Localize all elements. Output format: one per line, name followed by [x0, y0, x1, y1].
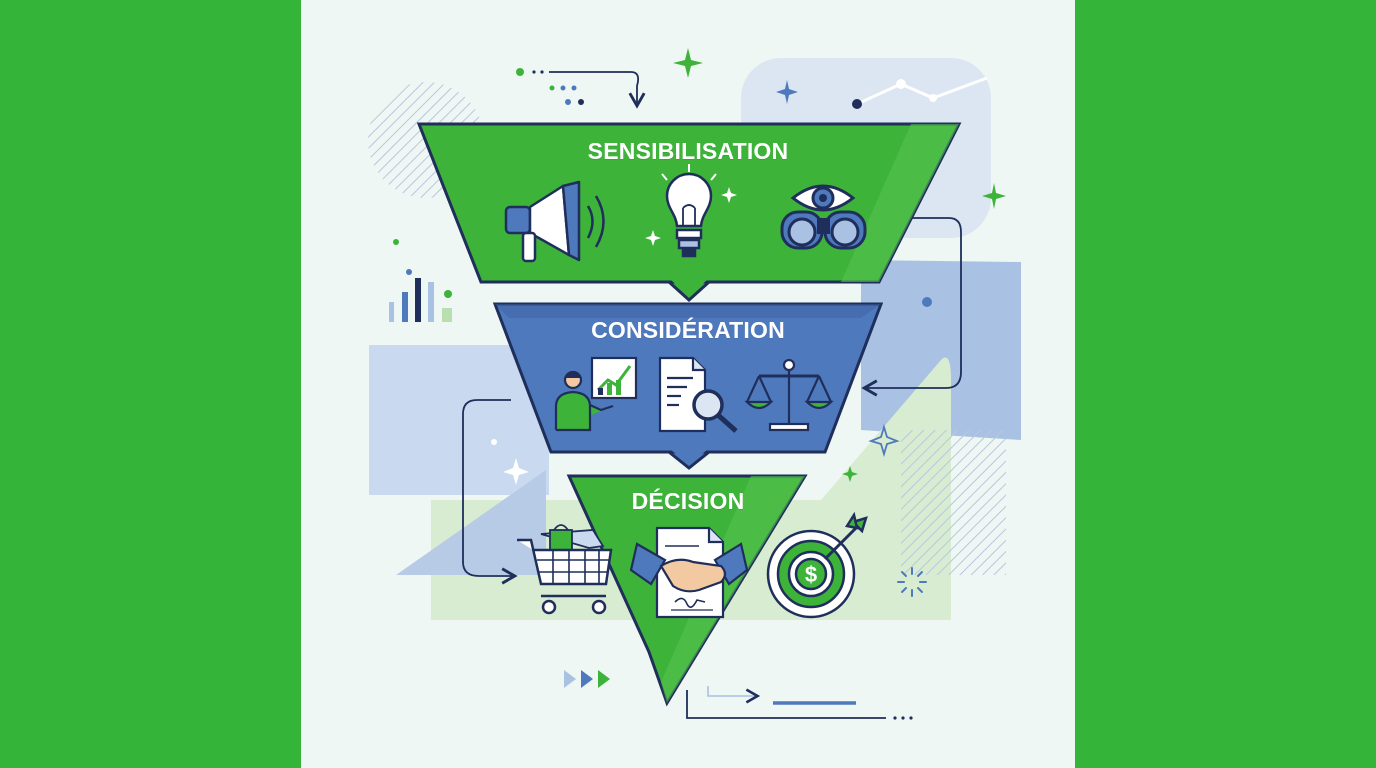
top-arrow — [549, 71, 646, 109]
bg-shape-blue-right — [861, 260, 1021, 440]
bar-chart-deco — [389, 302, 394, 322]
dollar-target-icon: $ — [766, 511, 868, 619]
connector-arrow-consideration-to-decision — [462, 399, 518, 585]
sparkle-icon — [982, 183, 1006, 209]
sparkle-icon — [503, 458, 529, 485]
stage-title-consideration: CONSIDÉRATION — [591, 317, 785, 343]
sparkle-icon — [673, 48, 703, 78]
stage-title-awareness: SENSIBILISATION — [587, 138, 789, 164]
shopping-cart-icon — [517, 524, 613, 615]
sparkle-icon — [645, 164, 737, 246]
dollar-sign-icon: $ — [805, 562, 817, 587]
funnel-stage-decision: $ — [517, 474, 868, 707]
sparkle-icon — [868, 423, 900, 458]
line-chart-deco — [856, 76, 988, 106]
sparkle-icon — [776, 80, 798, 104]
document-magnifier-icon — [658, 356, 738, 433]
play-arrows-icon — [564, 670, 576, 688]
decorative-marks — [389, 48, 1006, 720]
funnel-diagram: $ — [368, 48, 1021, 720]
person-presenting-chart-icon — [554, 356, 638, 432]
balance-scale-icon — [744, 358, 834, 432]
connector-arrow-awareness-to-consideration — [861, 217, 962, 397]
bg-hatch-rect — [901, 430, 1006, 575]
burst-icon — [897, 567, 927, 597]
lightbulb-icon — [665, 172, 713, 258]
sparkle-icon — [842, 466, 858, 482]
handshake-contract-icon — [629, 526, 749, 619]
funnel-stage-awareness — [416, 122, 962, 303]
infographic-panel: $ SENSIBILISATION CONSIDÉRATION DÉCISION — [301, 0, 1075, 768]
binoculars-eye-icon — [780, 184, 867, 250]
stage-title-decision: DÉCISION — [631, 488, 745, 514]
funnel-stage-consideration — [492, 302, 884, 470]
bg-triangle-blue — [396, 470, 546, 575]
megaphone-icon — [504, 180, 605, 263]
